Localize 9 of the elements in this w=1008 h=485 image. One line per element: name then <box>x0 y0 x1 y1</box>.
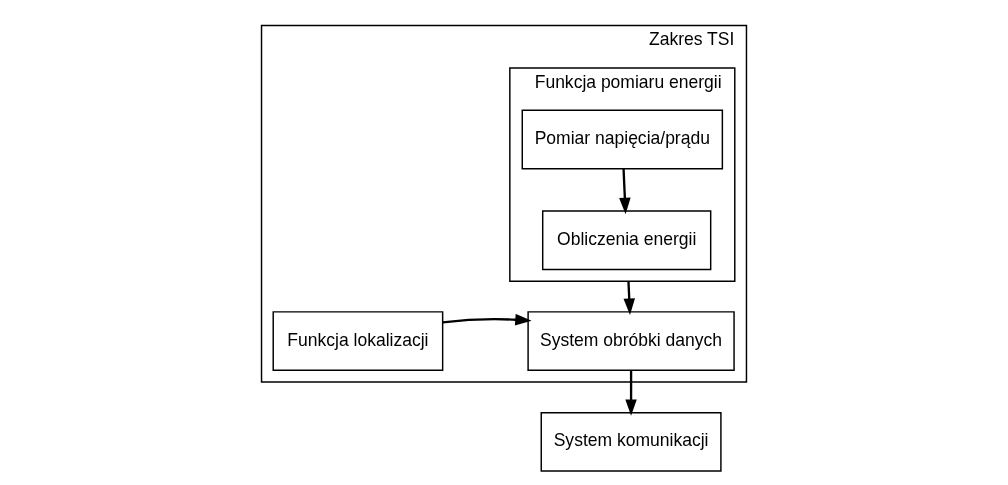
node-box: Pomiar napięcia/prądu <box>521 109 724 170</box>
node-box: Obliczenia energii <box>542 210 712 271</box>
node-box: System komunikacji <box>540 411 722 472</box>
arrow <box>625 370 637 416</box>
arrow <box>619 168 631 215</box>
arrow <box>442 313 532 326</box>
arrow <box>623 281 635 315</box>
node-box: Funkcja lokalizacji <box>272 311 444 372</box>
node-box: System obróbki danych <box>527 311 735 372</box>
